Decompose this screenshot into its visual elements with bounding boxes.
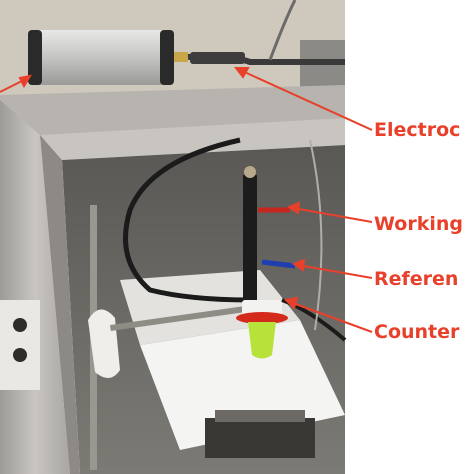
grey-cables bbox=[309, 139, 323, 331]
stand-base-top bbox=[215, 410, 305, 422]
stand-rod-horizontal bbox=[110, 305, 250, 331]
label-reference: Referen bbox=[374, 268, 459, 290]
device-endcap-right bbox=[160, 30, 174, 85]
device-endcap-left bbox=[28, 30, 42, 85]
arrowhead-counter bbox=[283, 296, 299, 310]
potentiostat-device bbox=[28, 30, 173, 85]
device-connector bbox=[174, 52, 188, 62]
electrode-cap bbox=[244, 166, 256, 178]
cell-red-ring bbox=[236, 312, 288, 324]
cell-vial bbox=[248, 322, 276, 359]
black-cable bbox=[123, 137, 251, 303]
outlet-1 bbox=[13, 318, 27, 332]
arrow-counter bbox=[289, 301, 373, 333]
box-top-frame bbox=[40, 118, 345, 160]
device-cable-plug bbox=[190, 52, 245, 64]
box-interior-left bbox=[40, 135, 80, 474]
upper-cable bbox=[268, 0, 297, 61]
arrowhead-left bbox=[18, 74, 33, 89]
arrowhead-reference bbox=[291, 258, 306, 272]
cell-cap bbox=[242, 300, 282, 316]
electrode-holder bbox=[243, 175, 257, 305]
arrowhead-working bbox=[286, 201, 301, 215]
label-working: Working bbox=[374, 213, 463, 235]
arrowhead-electrode bbox=[233, 67, 250, 79]
label-counter: Counter bbox=[374, 321, 460, 343]
arrow-reference bbox=[297, 264, 373, 279]
arrow-working bbox=[292, 207, 373, 223]
background-right-area bbox=[345, 0, 474, 474]
arrow-electrode bbox=[239, 69, 373, 131]
label-electrode: Electroc bbox=[374, 119, 461, 141]
annotation-arrows bbox=[0, 67, 373, 333]
stand-base bbox=[205, 418, 315, 458]
reference-wire bbox=[261, 259, 296, 269]
power-strip bbox=[0, 300, 40, 390]
outlet-2 bbox=[13, 348, 27, 362]
